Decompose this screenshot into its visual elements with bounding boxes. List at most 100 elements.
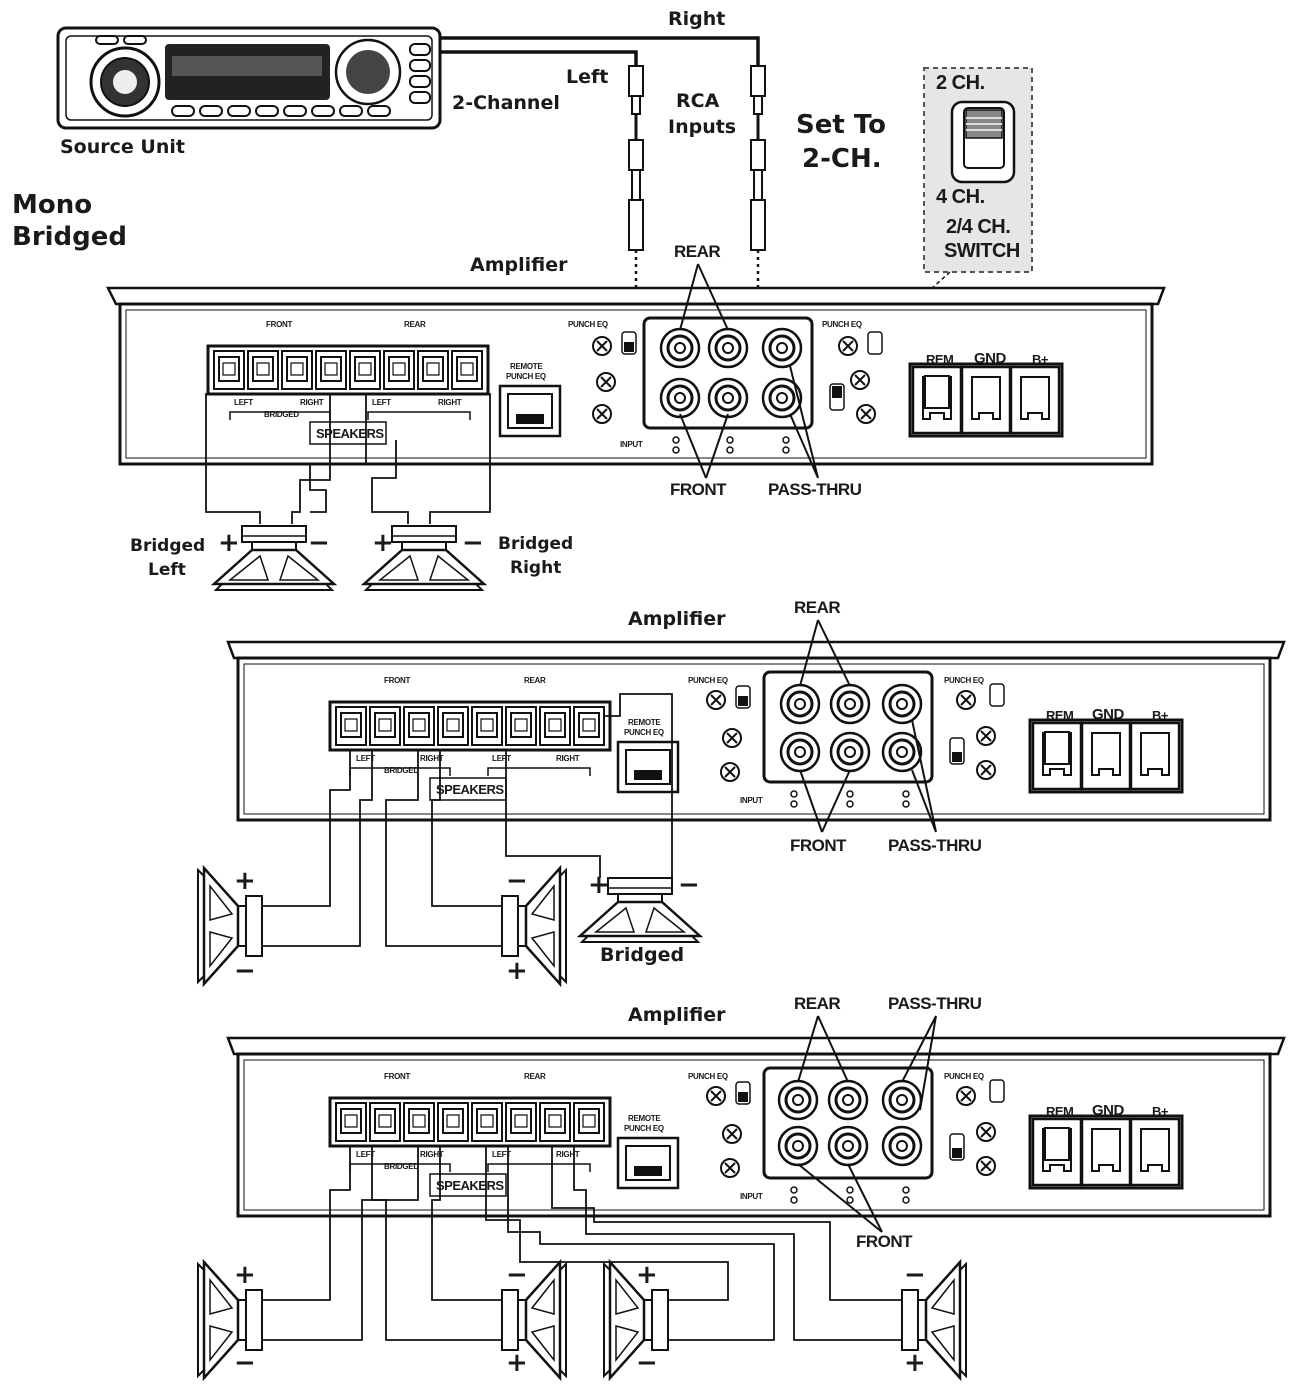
switch-4ch-label: 4 CH. — [936, 186, 985, 208]
amp1-punch-eq-right-label: PUNCH EQ — [822, 320, 862, 329]
amp3-gnd-label: GND — [1092, 1102, 1124, 1119]
amp3-spk4-minus: − — [904, 1260, 926, 1290]
amp1-input-label: INPUT — [620, 440, 643, 449]
bridged-left-label-1: Bridged — [130, 536, 206, 556]
amp2-front-label: FRONT — [790, 836, 847, 855]
amp1-front-header: FRONT — [266, 320, 293, 329]
amp1-left2-label: LEFT — [372, 398, 391, 407]
bridged-left-label-2: Left — [148, 560, 186, 580]
amp2-power-terminals — [1028, 718, 1184, 794]
mode-title-bridged: Bridged — [12, 222, 128, 252]
amp2-punch-eq-right-label: PUNCH EQ — [944, 676, 984, 685]
amp2-bplus-label: B+ — [1152, 708, 1168, 723]
amp1-remote-label: REMOTE — [510, 362, 543, 371]
amp3-rem-label: REM — [1046, 1104, 1074, 1119]
amp3-title: Amplifier — [628, 1004, 726, 1026]
two-ch-setting-label: 2-CH. — [802, 144, 882, 174]
source-unit-label: Source Unit — [60, 136, 185, 158]
bridged-right-label-2: Right — [510, 558, 562, 578]
amp2-punch-eq-label: PUNCH EQ — [688, 676, 728, 685]
amp1-rca-panel — [642, 316, 814, 430]
amp2-spk3-plus: + — [588, 870, 610, 900]
amp2-rear-label: REAR — [794, 598, 841, 617]
bridged-center-label: Bridged — [600, 944, 685, 966]
amp2-spk3-minus: − — [678, 870, 700, 900]
amp3-punch-eq-right-label: PUNCH EQ — [944, 1072, 984, 1081]
amp1-rem-label: REM — [926, 352, 954, 367]
amp1-speaker-wires — [205, 393, 491, 524]
amp2-pass-thru-label: PASS-THRU — [888, 836, 982, 855]
amp2-spk1-minus: − — [234, 956, 256, 986]
amp1-bplus-label: B+ — [1032, 352, 1048, 367]
amp3-rca-panel — [762, 1066, 934, 1180]
amp2-speakers-label: SPEAKERS — [436, 782, 504, 797]
switch-2ch-label: 2 CH. — [936, 72, 985, 94]
source-unit — [56, 26, 442, 130]
amp1-spk-right-plus: + — [372, 528, 394, 558]
amp2-remote-punch-label: PUNCH EQ — [624, 728, 664, 737]
amp1-punch-eq-label: PUNCH EQ — [568, 320, 608, 329]
right-channel-label: Right — [668, 8, 726, 30]
amp3-right-label: RIGHT — [420, 1150, 444, 1159]
amp3-spk2-minus: − — [506, 1260, 528, 1290]
amp3-bplus-label: B+ — [1152, 1104, 1168, 1119]
amp3-spk1-plus: + — [234, 1260, 256, 1290]
amp3-remote-jack — [616, 1136, 680, 1190]
amp1-right2-label: RIGHT — [438, 398, 462, 407]
rca-inputs-label: Inputs — [668, 116, 737, 138]
amp2-right-label: RIGHT — [420, 754, 444, 763]
amp3-speakers-label: SPEAKERS — [436, 1178, 504, 1193]
switch-title-label: SWITCH — [944, 240, 1020, 262]
amp1-spk-left-minus: − — [308, 528, 330, 558]
amp2-remote-label: REMOTE — [628, 718, 661, 727]
amp1-front-label: FRONT — [670, 480, 727, 499]
amp3-left2-label: LEFT — [492, 1150, 511, 1159]
amp3-pass-thru-label: PASS-THRU — [888, 994, 982, 1013]
two-channel-label: 2-Channel — [452, 92, 560, 114]
amp3-spk4-plus: + — [904, 1348, 926, 1378]
amp3-input-label: INPUT — [740, 1192, 763, 1201]
amp3-bridged-label: BRIDGED — [384, 1162, 419, 1171]
switch-name-label: 2/4 CH. — [946, 216, 1011, 238]
amp3-spk3-minus: − — [636, 1348, 658, 1378]
amp3-front-label: FRONT — [856, 1232, 913, 1251]
amp1-spk-right-minus: − — [462, 528, 484, 558]
amp1-speakers-label: SPEAKERS — [316, 426, 384, 441]
amp1-spk-left-plus: + — [218, 528, 240, 558]
amp3-speaker-wires — [262, 1146, 902, 1341]
amp1-remote-punch-label: PUNCH EQ — [506, 372, 546, 381]
amp1-title: Amplifier — [470, 254, 568, 276]
amp3-spk1-minus: − — [234, 1348, 256, 1378]
amp3-left-label: LEFT — [356, 1150, 375, 1159]
amp2-rem-label: REM — [1046, 708, 1074, 723]
amp1-power-terminals — [908, 362, 1064, 438]
set-to-label: Set To — [796, 110, 886, 140]
amp2-speaker-wires — [262, 693, 673, 947]
amp2-spk1-plus: + — [234, 866, 256, 896]
amp3-punch-eq-label: PUNCH EQ — [688, 1072, 728, 1081]
amp3-remote-label: REMOTE — [628, 1114, 661, 1123]
amp2-title: Amplifier — [628, 608, 726, 630]
amp3-spk3-plus: + — [636, 1260, 658, 1290]
amp1-right-label: RIGHT — [300, 398, 324, 407]
amp1-pass-thru-label: PASS-THRU — [768, 480, 862, 499]
amplifier-1-body — [105, 263, 1166, 479]
amp2-spk2-plus: + — [506, 956, 528, 986]
amp2-rear-header: REAR — [524, 676, 546, 685]
amp3-rear-label: REAR — [794, 994, 841, 1013]
amp2-spk2-minus: − — [506, 866, 528, 896]
amp1-rear-label: REAR — [674, 242, 721, 261]
amp2-speaker-terminals — [328, 700, 612, 752]
rca-label: RCA — [676, 90, 720, 112]
amp2-rca-panel — [762, 670, 934, 784]
amp3-rear-header: REAR — [524, 1072, 546, 1081]
rca-cables — [440, 36, 784, 347]
amp2-input-label: INPUT — [740, 796, 763, 805]
amp3-power-terminals — [1028, 1114, 1184, 1190]
amp1-left-label: LEFT — [234, 398, 253, 407]
amp2-front-header: FRONT — [384, 676, 411, 685]
amp3-speaker-terminals — [328, 1096, 612, 1148]
mode-title-mono: Mono — [12, 190, 93, 220]
